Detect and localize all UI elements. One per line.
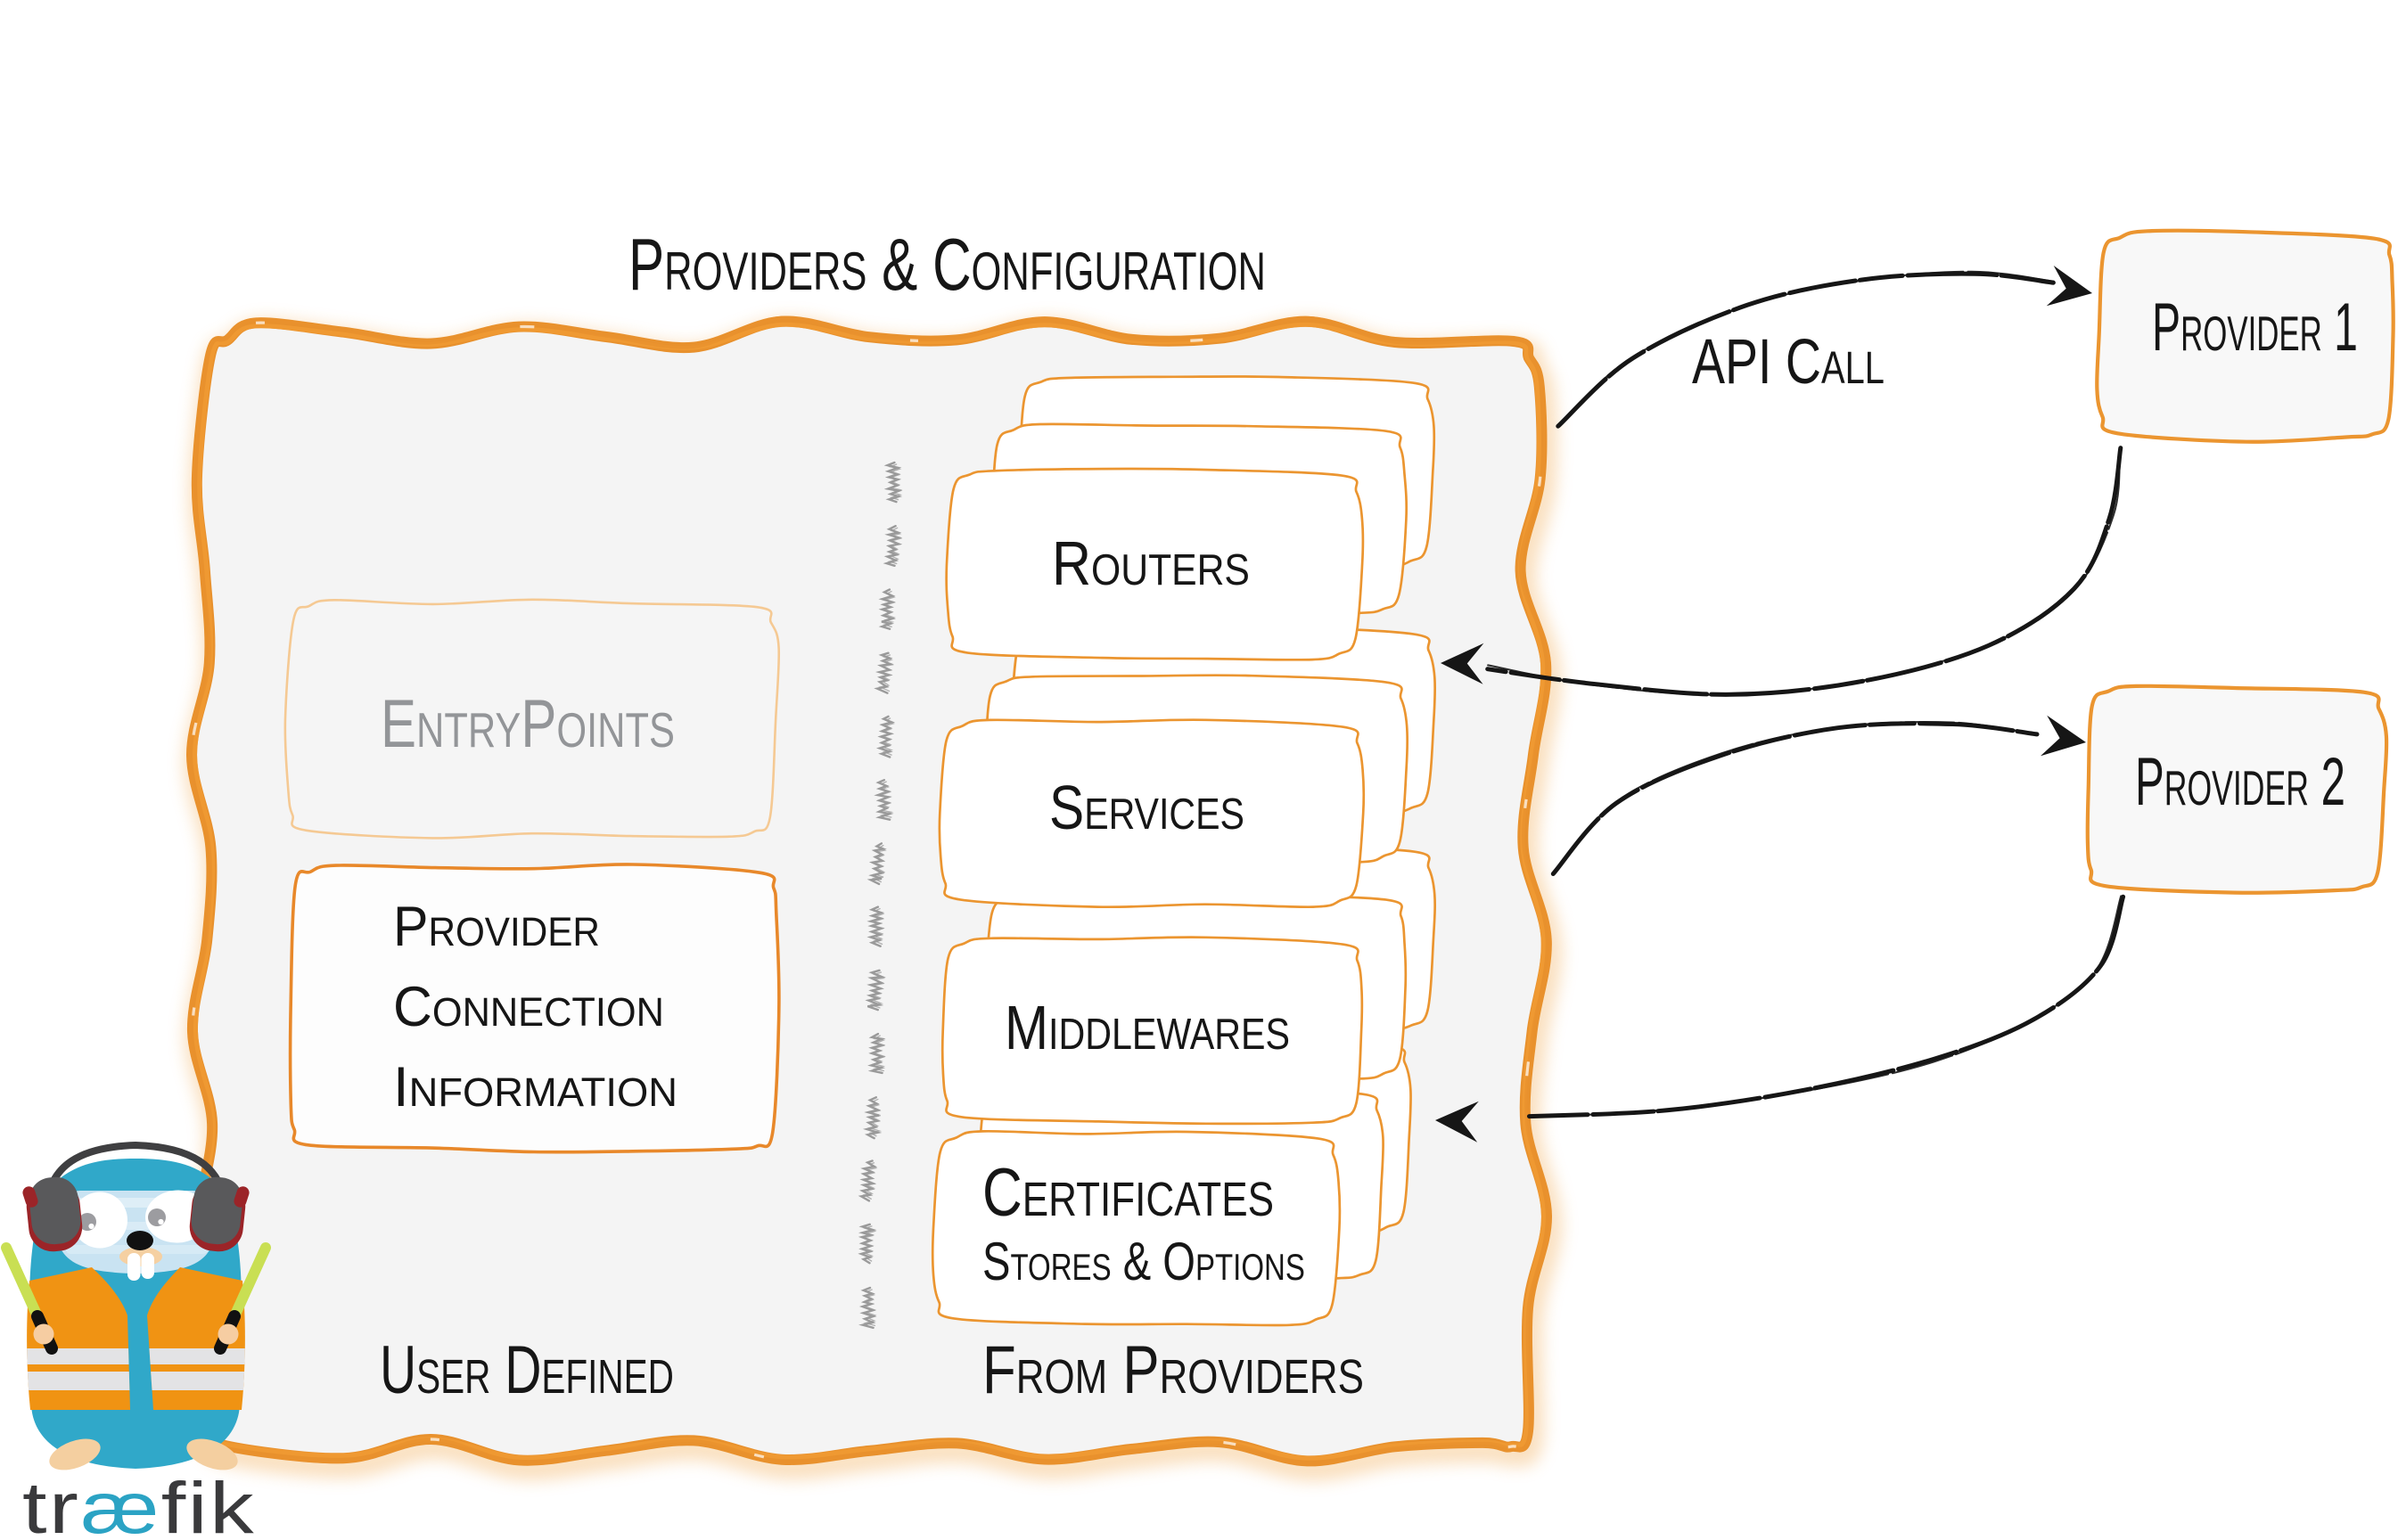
svg-text:ENTRYPOINTS: ENTRYPOINTS [381,685,675,761]
svg-text:API CALL: API CALL [1692,325,1885,397]
svg-text:PROVIDER 2: PROVIDER 2 [2135,743,2345,819]
svg-text:INFORMATION: INFORMATION [393,1056,678,1118]
svg-text:SERVICES: SERVICES [1049,773,1244,842]
svg-text:STORES & OPTIONS: STORES & OPTIONS [982,1233,1305,1292]
svg-text:PROVIDER 1: PROVIDER 1 [2152,290,2358,365]
svg-text:træfik: træfik [22,1468,256,1540]
svg-text:CONNECTION: CONNECTION [393,976,664,1038]
svg-text:FROM PROVIDERS: FROM PROVIDERS [982,1331,1364,1408]
svg-text:PROVIDER: PROVIDER [393,895,600,957]
svg-text:ROUTERS: ROUTERS [1052,528,1250,598]
svg-text:CERTIFICATES: CERTIFICATES [982,1154,1274,1230]
svg-text:MIDDLEWARES: MIDDLEWARES [1005,992,1290,1062]
svg-text:PROVIDERS & CONFIGURATION: PROVIDERS & CONFIGURATION [628,224,1266,307]
svg-text:USER DEFINED: USER DEFINED [380,1332,674,1408]
